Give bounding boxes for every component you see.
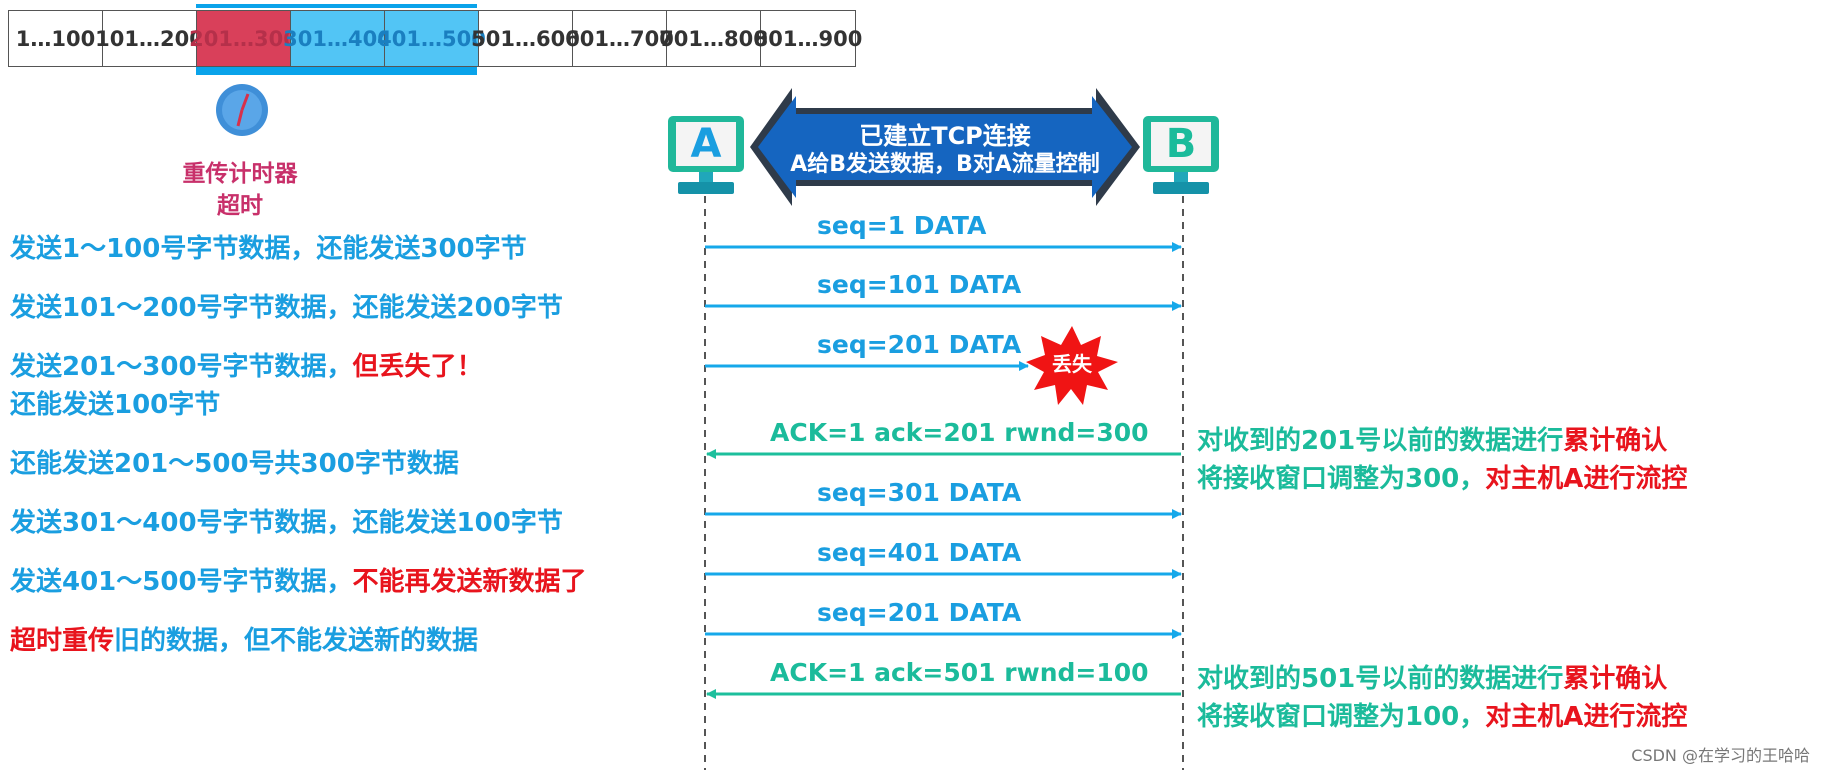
ack-note-3-text: 对收到的501号以前的数据进行 bbox=[1197, 664, 1564, 694]
note-send-5-stop: 不能再发送新数据了 bbox=[352, 567, 587, 597]
note-send-3-text: 发送201～300号字节数据， bbox=[10, 352, 353, 382]
ack-label: ACK=1 ack=201 rwnd=300 bbox=[770, 418, 1149, 447]
message-label: seq=401 DATA bbox=[817, 538, 1022, 567]
message-label: seq=1 DATA bbox=[817, 211, 987, 240]
buffer-cell-lost: 201…300 bbox=[189, 11, 298, 66]
note-send-3: 发送201～300号字节数据，但丢失了！ bbox=[10, 346, 483, 383]
note-send-5: 发送401～500号字节数据，不能再发送新数据了 bbox=[10, 561, 587, 598]
message-label: seq=201 DATA bbox=[817, 598, 1022, 627]
buffer-cell-window: 301…400 bbox=[283, 11, 392, 66]
buffer-cell: 701…800 bbox=[659, 11, 768, 66]
ack-note-3-highlight: 累计确认 bbox=[1563, 664, 1668, 694]
banner-subtitle: A给B发送数据，B对A流量控制 bbox=[790, 152, 1100, 177]
connection-banner-arrow-fill bbox=[758, 96, 1132, 198]
host-b-icon bbox=[1143, 116, 1219, 194]
clock-icon bbox=[216, 84, 268, 136]
ack-note-2-highlight: 对主机A进行流控 bbox=[1485, 464, 1688, 494]
note-retransmit-text: 旧的数据，但不能发送新的数据 bbox=[114, 626, 479, 656]
message-label: seq=201 DATA bbox=[817, 330, 1022, 359]
lost-burst-icon bbox=[1026, 326, 1118, 405]
ack-label: ACK=1 ack=501 rwnd=100 bbox=[770, 658, 1149, 687]
host-a-icon bbox=[668, 116, 744, 194]
note-send-3-remaining: 还能发送100字节 bbox=[10, 390, 221, 420]
note-send-3-lost: 但丢失了 bbox=[352, 352, 457, 382]
ack-note-4-text: 将接收窗口调整为100， bbox=[1197, 702, 1486, 732]
ack-note-4: 将接收窗口调整为100，对主机A进行流控 bbox=[1197, 696, 1687, 733]
send-window-top-bar bbox=[196, 4, 477, 8]
note-send-5-text: 发送401～500号字节数据， bbox=[10, 567, 353, 597]
ack-note-4-highlight: 对主机A进行流控 bbox=[1485, 702, 1688, 732]
send-window-bottom-bar bbox=[196, 67, 477, 75]
timer-timeout-label: 超时 bbox=[217, 193, 263, 219]
note-send-1: 发送1～100号字节数据，还能发送300字节 bbox=[10, 234, 527, 264]
buffer-cell-window: 401…500 bbox=[377, 11, 486, 66]
watermark: CSDN @在学习的王哈哈 bbox=[1631, 746, 1810, 765]
host-b-label: B bbox=[1165, 121, 1197, 167]
buffer-cell: 101…200 bbox=[95, 11, 204, 66]
buffer-cell: 1…100 bbox=[9, 11, 103, 66]
note-retransmit-highlight: 超时重传 bbox=[10, 626, 115, 656]
note-window-update: 还能发送201～500号共300字节数据 bbox=[10, 449, 459, 479]
buffer-cell: 801…900 bbox=[753, 26, 863, 51]
buffer-cell: 501…600 bbox=[471, 11, 580, 66]
lost-label: 丢失 bbox=[1052, 352, 1092, 376]
note-send-4: 发送301～400号字节数据，还能发送100字节 bbox=[10, 508, 563, 538]
host-a-label: A bbox=[690, 121, 722, 167]
message-label: seq=301 DATA bbox=[817, 478, 1022, 507]
ack-note-2-text: 将接收窗口调整为300， bbox=[1197, 464, 1486, 494]
buffer-cell: 601…700 bbox=[565, 11, 674, 66]
note-send-3-mark: ！ bbox=[456, 352, 483, 382]
ack-note-1-text: 对收到的201号以前的数据进行 bbox=[1197, 426, 1564, 456]
note-send-2: 发送101～200号字节数据，还能发送200字节 bbox=[10, 293, 563, 323]
note-retransmit: 超时重传旧的数据，但不能发送新的数据 bbox=[10, 620, 478, 657]
message-label: seq=101 DATA bbox=[817, 270, 1022, 299]
timer-label: 重传计时器 bbox=[182, 161, 298, 187]
ack-note-3: 对收到的501号以前的数据进行累计确认 bbox=[1197, 658, 1667, 695]
ack-note-1-highlight: 累计确认 bbox=[1563, 426, 1668, 456]
ack-note-1: 对收到的201号以前的数据进行累计确认 bbox=[1197, 420, 1667, 457]
banner-title: 已建立TCP连接 bbox=[859, 122, 1031, 150]
byte-buffer: 1…100 101…200 201…300 301…400 401…500 50… bbox=[8, 10, 863, 67]
ack-note-2: 将接收窗口调整为300，对主机A进行流控 bbox=[1197, 458, 1687, 495]
